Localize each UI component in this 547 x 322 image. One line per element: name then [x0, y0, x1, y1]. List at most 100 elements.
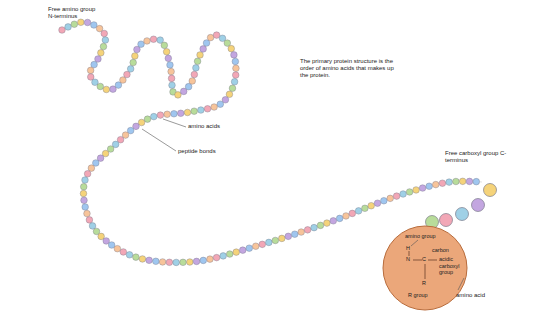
amino-acid-bead: [285, 233, 292, 240]
amino-acid-bead: [126, 251, 133, 258]
leader-lines: [142, 119, 464, 290]
amino-acid-bead: [139, 256, 146, 263]
amino-acid-bead: [82, 177, 89, 184]
structure-label: amino group: [405, 233, 445, 240]
amino-acid-bead: [112, 141, 119, 148]
amino-acid-bead: [207, 34, 214, 41]
atom-symbol: R: [422, 280, 430, 287]
amino-acid-bead: [298, 229, 305, 236]
amino-acid-bead: [98, 233, 105, 240]
amino-acid-bead: [89, 223, 96, 230]
amino-acid-bead: [200, 46, 207, 53]
amino-acid-bead: [191, 71, 198, 78]
amino-acid-bead: [193, 258, 200, 265]
amino-acid-bead: [157, 112, 164, 119]
terminus-label: Free amino group N-terminus: [48, 6, 100, 20]
amino-acid-bead: [239, 247, 246, 254]
amino-acid-bead: [98, 50, 105, 57]
amino-acid-bead: [144, 38, 151, 45]
structure-label: carbon: [432, 247, 462, 254]
amino-acid-bead: [124, 71, 131, 78]
amino-acid-bead: [374, 200, 381, 207]
amino-acid-bead: [110, 86, 117, 93]
amino-acid-bead: [132, 53, 139, 60]
amino-acid-bead: [153, 258, 160, 265]
amino-acid-bead: [213, 32, 220, 39]
amino-acid-bead: [161, 42, 168, 49]
amino-acid-bead: [252, 243, 259, 250]
amino-acid-bead: [166, 259, 173, 266]
amino-acid-bead: [219, 35, 226, 42]
amino-acid-bead: [368, 202, 375, 209]
note-text: The primary protein structure is the ord…: [300, 58, 400, 80]
amino-acid-bead: [198, 107, 205, 114]
amino-acid-bead: [102, 37, 109, 44]
amino-acid-bead: [80, 190, 87, 197]
amino-acid-bead: [317, 222, 324, 229]
amino-acid-bead: [222, 96, 229, 103]
amino-acid-bead: [97, 155, 104, 162]
amino-acid-bead: [92, 160, 99, 167]
amino-acid-bead: [173, 259, 180, 266]
amino-acid-bead: [102, 150, 109, 157]
amino-acid-bead: [91, 22, 98, 29]
amino-acid-bead: [84, 19, 91, 26]
structure-label: R group: [408, 292, 438, 299]
amino-acid-bead: [180, 259, 187, 266]
amino-acid-bead: [204, 105, 211, 112]
amino-acid-bead: [272, 237, 279, 244]
amino-acid-bead: [200, 257, 207, 264]
amino-acid-bead: [95, 56, 102, 63]
amino-acid-bead: [362, 205, 369, 212]
amino-acid-bead: [138, 41, 145, 48]
amino-acid-bead: [228, 45, 235, 52]
amino-acid-bead: [304, 227, 311, 234]
amino-acid-bead: [232, 58, 239, 65]
amino-acid-bead: [324, 220, 331, 227]
amino-acid-bead: [133, 254, 140, 261]
amino-acid-bead: [185, 83, 192, 90]
amino-acid-bead: [96, 25, 103, 32]
magnified-amino-acid: [383, 226, 467, 310]
amino-acid-bead: [189, 78, 196, 85]
amino-acid-bead: [191, 108, 198, 115]
amino-acid-bead: [164, 111, 171, 118]
amino-acid-bead: [232, 72, 239, 79]
amino-acid-bead: [330, 218, 337, 225]
amino-acid-bead: [229, 85, 236, 92]
amino-acid-bead: [220, 253, 227, 260]
amino-acid-bead: [207, 256, 214, 263]
amino-acid-bead: [127, 66, 134, 73]
amino-acid-bead: [343, 213, 350, 220]
amino-acid-bead: [175, 92, 182, 99]
amino-acid-bead: [279, 235, 286, 242]
amino-acid-bead: [100, 43, 107, 50]
amino-acid-bead: [144, 116, 151, 123]
amino-acid-bead: [231, 78, 238, 85]
amino-acid-bead: [168, 75, 175, 82]
part-label: peptide bonds: [178, 148, 238, 155]
structure-bonds: [409, 251, 437, 279]
amino-acid-bead: [266, 239, 273, 246]
amino-acid-bead: [180, 88, 187, 95]
amino-acid-bead: [151, 113, 158, 120]
amino-acid-bead: [150, 36, 157, 43]
amino-acid-bead: [165, 55, 172, 62]
amino-acid-bead: [311, 224, 318, 231]
amino-acid-bead: [103, 238, 110, 245]
amino-acid-bead: [213, 254, 220, 261]
amino-acid-bead: [349, 210, 356, 217]
amino-acid-bead: [65, 24, 72, 31]
amino-acid-bead: [406, 189, 413, 196]
amino-acid-bead: [186, 259, 193, 266]
amino-acid-bead: [231, 52, 238, 59]
part-label: amino acids: [188, 123, 248, 130]
amino-acid-bead: [167, 62, 174, 69]
amino-acid-bead: [80, 183, 87, 190]
amino-acid-bead: [453, 178, 460, 185]
amino-acid-bead: [217, 101, 224, 108]
amino-acid-bead: [93, 228, 100, 235]
large-bead: [472, 199, 485, 212]
amino-acid-bead: [193, 65, 200, 72]
